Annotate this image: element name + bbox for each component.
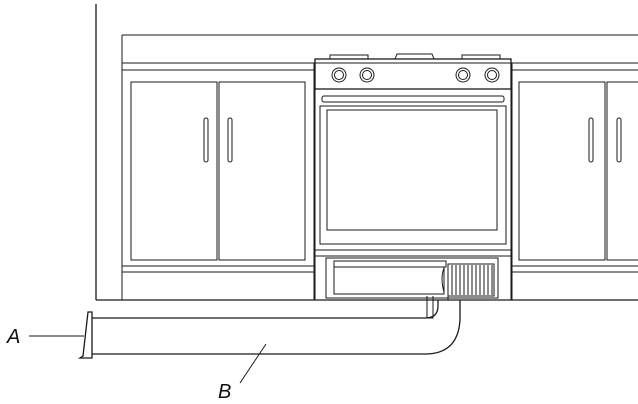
label-a: A — [6, 326, 20, 348]
cabinet-handle — [616, 117, 622, 163]
wall-outline — [95, 4, 638, 301]
knob-icon — [359, 67, 375, 83]
vent-cap — [77, 311, 93, 359]
right-cabinet-door-1 — [518, 81, 606, 261]
storage-drawer — [325, 257, 499, 299]
right-cabinet — [511, 63, 638, 300]
cabinet-handle — [227, 117, 233, 163]
burner-grate — [461, 54, 501, 59]
control-panel — [314, 58, 512, 90]
range — [314, 53, 512, 300]
label-b: B — [218, 381, 231, 403]
knob-icon — [455, 67, 471, 83]
knob-icon — [484, 67, 500, 83]
left-cabinet — [121, 63, 315, 300]
burner-grate — [329, 54, 369, 59]
burner-grate — [394, 53, 435, 60]
cabinet-handle — [588, 117, 594, 163]
oven-window — [326, 109, 498, 231]
cabinet-handle — [203, 117, 209, 163]
flex-bellows — [447, 263, 495, 297]
oven-door — [319, 105, 507, 245]
left-cabinet-door-1 — [130, 81, 218, 261]
left-cabinet-door-2 — [218, 81, 306, 261]
oven-door-handle — [321, 95, 505, 103]
knob-icon — [331, 67, 347, 83]
right-cabinet-door-2 — [606, 81, 638, 261]
leader-line-b — [239, 343, 267, 384]
floor-duct — [91, 300, 461, 355]
duct-connector — [333, 260, 495, 319]
